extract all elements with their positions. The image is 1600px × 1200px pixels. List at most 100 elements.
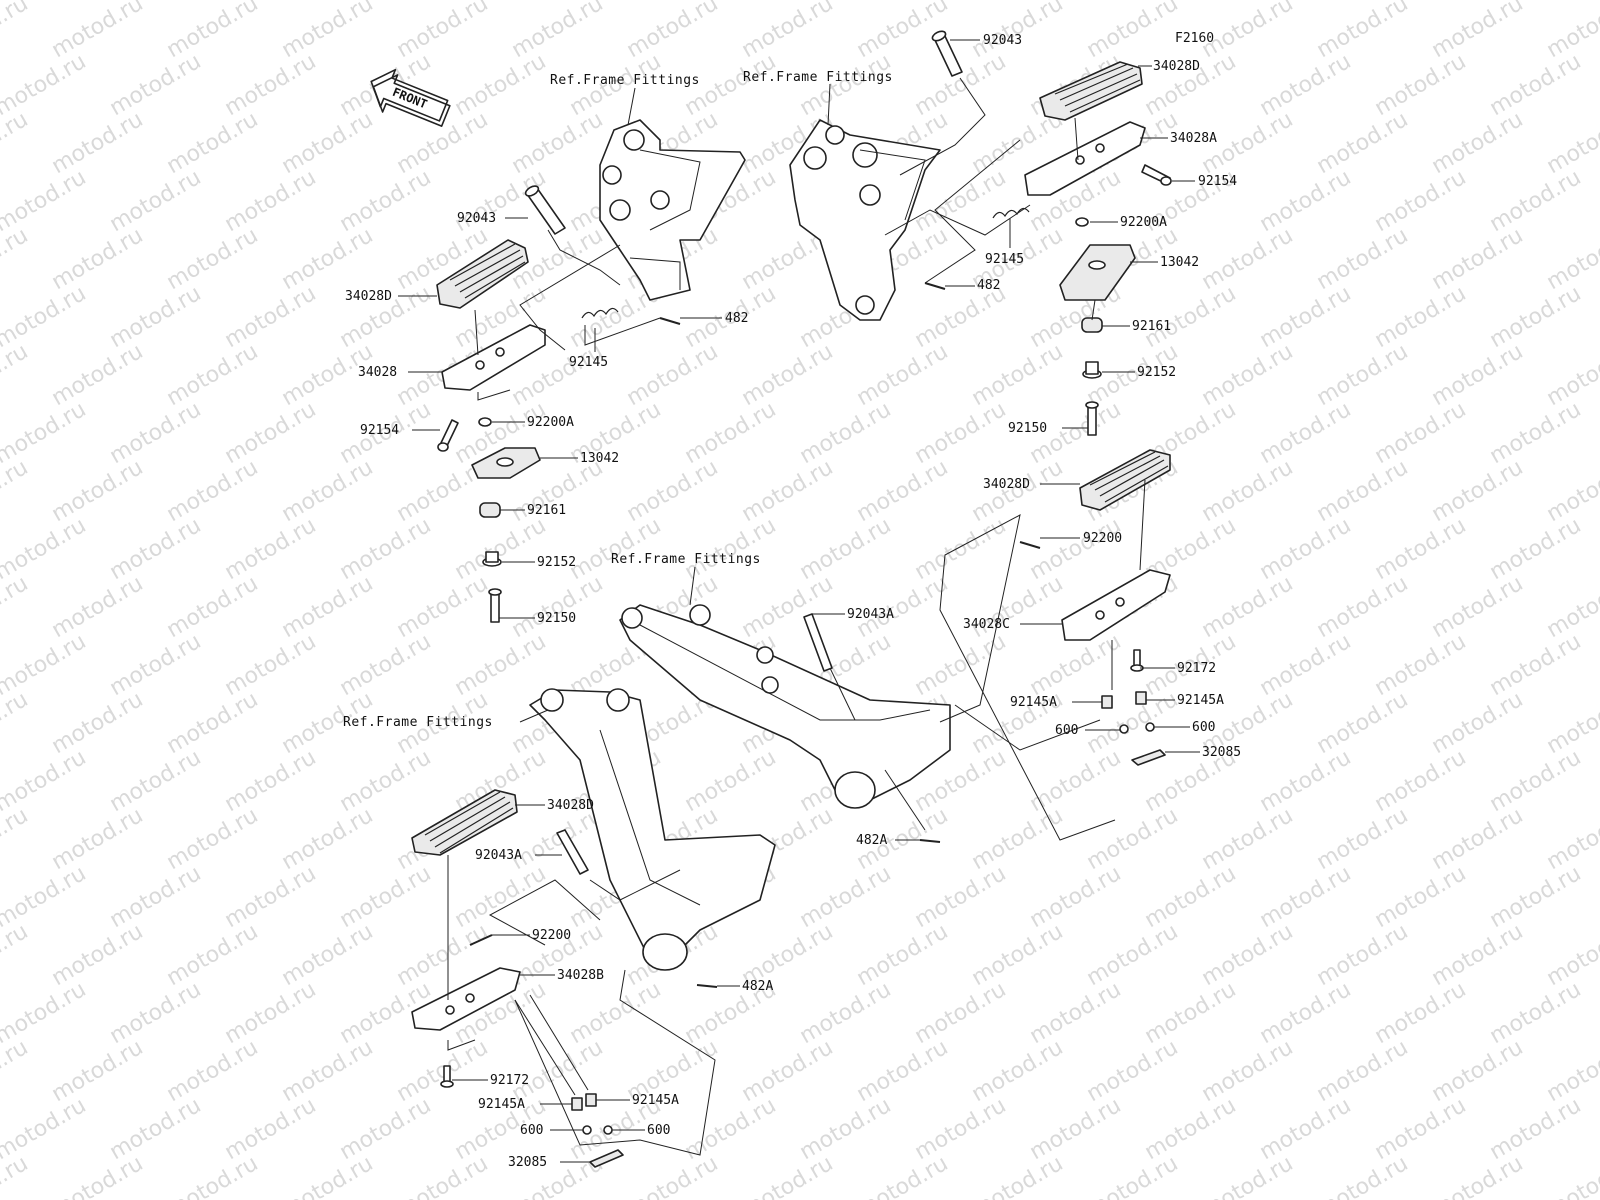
watermark-text: motod.ru [1371, 745, 1471, 817]
rear-left-bracket [529, 688, 776, 971]
watermark-text: motod.ru [1083, 1035, 1183, 1107]
watermark-text: motod.ru [1371, 861, 1471, 933]
watermark-text: motod.ru [681, 745, 781, 817]
watermark-text: motod.ru [1313, 455, 1413, 527]
watermark-text: motod.ru [738, 1151, 838, 1200]
watermark-text: motod.ru [163, 107, 263, 179]
watermark-text: motod.ru [911, 861, 1011, 933]
watermark-text: motod.ru [106, 49, 206, 121]
watermark-text: motod.ru [221, 745, 321, 817]
watermark-text: motod.ru [278, 919, 378, 991]
watermark-text: motod.ru [911, 49, 1011, 121]
watermark-text: motod.ru [0, 455, 32, 527]
watermark-text: motod.ru [221, 1093, 321, 1165]
ball-600-lower-left-a [582, 1125, 592, 1135]
watermark-text: motod.ru [1313, 0, 1413, 63]
watermark-text: motod.ru [336, 745, 436, 817]
watermark-text: motod.ru [796, 977, 896, 1049]
spring-92145a-lower-left-a [571, 1097, 583, 1111]
watermark-text: motod.ru [853, 455, 953, 527]
callout-label: 92145 [985, 252, 1024, 267]
watermark-text: motod.ru [221, 165, 321, 237]
callout-label: 92161 [527, 503, 566, 518]
watermark-text: motod.ru [1371, 513, 1471, 585]
watermark-text: motod.ru [0, 571, 32, 643]
pin-92200-lower-left [469, 934, 493, 946]
watermark-text: motod.ru [1083, 803, 1183, 875]
rear-right-bracket [619, 604, 951, 809]
watermark-text: motod.ru [1486, 165, 1586, 237]
watermark-text: motod.ru [336, 629, 436, 701]
watermark-text: motod.ru [1026, 977, 1126, 1049]
ref-frame-fittings-label: Ref.Frame Fittings [743, 70, 893, 85]
watermark-text: motod.ru [0, 223, 32, 295]
watermark-text: motod.ru [1486, 977, 1586, 1049]
watermark-text: motod.ru [48, 1151, 148, 1200]
watermark-text: motod.ru [1428, 1035, 1528, 1107]
watermark-text: motod.ru [968, 0, 1068, 63]
watermark-text: motod.ru [336, 165, 436, 237]
watermark-text: motod.ru [853, 339, 953, 411]
ref-frame-fittings-label: Ref.Frame Fittings [611, 552, 761, 567]
watermark-text: motod.ru [1256, 629, 1356, 701]
callout-label: 92200A [527, 415, 574, 430]
watermark-text: motod.ru [1428, 107, 1528, 179]
callout-label: 482 [725, 311, 748, 326]
watermark-text: motod.ru [48, 107, 148, 179]
callout-label: 34028C [963, 617, 1010, 632]
watermark-text: motod.ru [623, 0, 723, 63]
watermark-text: motod.ru [106, 629, 206, 701]
callout-label: 482A [742, 979, 773, 994]
spring-92145-upper-left [581, 307, 619, 319]
bolt-92154-upper-left [437, 419, 459, 452]
spring-92145a-lower-left-b [585, 1093, 597, 1107]
watermark-text: motod.ru [508, 571, 608, 643]
callout-label: 92172 [490, 1073, 529, 1088]
watermark-text: motod.ru [911, 629, 1011, 701]
watermark-text: motod.ru [1371, 49, 1471, 121]
callout-label: 92150 [1008, 421, 1047, 436]
watermark-text: motod.ru [1543, 1151, 1600, 1200]
watermark-text: motod.ru [796, 49, 896, 121]
watermark-text: motod.ru [508, 803, 608, 875]
pin-482a-lower-left [696, 984, 718, 988]
watermark-text: motod.ru [1371, 629, 1471, 701]
pin-92200-lower-right [1019, 541, 1041, 549]
watermark-text: motod.ru [1198, 1151, 1298, 1200]
watermark-text: motod.ru [48, 1035, 148, 1107]
watermark-text: motod.ru [796, 397, 896, 469]
watermark-text: motod.ru [968, 571, 1068, 643]
spring-92145a-lower-right-b [1135, 691, 1147, 705]
callout-label: 32085 [1202, 745, 1241, 760]
callout-label: 34028D [547, 798, 594, 813]
callout-label: 34028D [983, 477, 1030, 492]
watermark-text: motod.ru [1428, 687, 1528, 759]
callout-label: 32085 [508, 1155, 547, 1170]
watermark-text: motod.ru [968, 339, 1068, 411]
watermark-text: motod.ru [1486, 513, 1586, 585]
watermark-text: motod.ru [48, 919, 148, 991]
watermark-text: motod.ru [1198, 223, 1298, 295]
watermark-text: motod.ru [48, 455, 148, 527]
callout-label: 13042 [580, 451, 619, 466]
plate-32085-lower-right [1131, 749, 1166, 766]
damper-92161-upper-left [479, 502, 501, 518]
watermark-text: motod.ru [48, 803, 148, 875]
watermark-text: motod.ru [48, 339, 148, 411]
watermark-text: motod.ru [1083, 0, 1183, 63]
watermark-text: motod.ru [1198, 571, 1298, 643]
watermark-text: motod.ru [681, 513, 781, 585]
watermark-text: motod.ru [393, 107, 493, 179]
front-left-frame-bracket [599, 119, 746, 301]
watermark-text: motod.ru [853, 1151, 953, 1200]
watermark-text: motod.ru [1198, 919, 1298, 991]
callout-label: 92161 [1132, 319, 1171, 334]
watermark-text: motod.ru [163, 919, 263, 991]
watermark-text: motod.ru [1313, 339, 1413, 411]
watermark-text: motod.ru [0, 803, 32, 875]
watermark-text: motod.ru [48, 223, 148, 295]
watermark-text: motod.ru [48, 687, 148, 759]
watermark-text: motod.ru [163, 223, 263, 295]
watermark-text: motod.ru [1026, 513, 1126, 585]
watermark-text: motod.ru [451, 49, 551, 121]
